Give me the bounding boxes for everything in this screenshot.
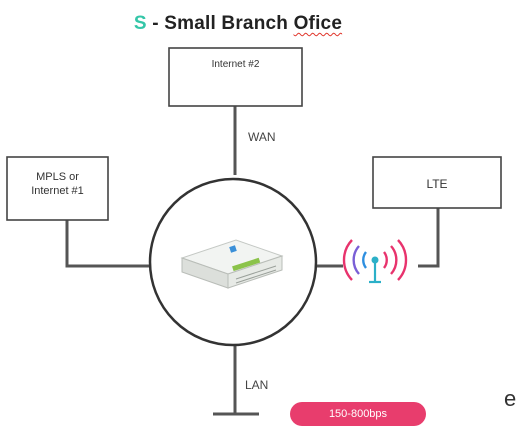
mpls-label: MPLS or Internet #1 [7,170,108,198]
title-letter: S [133,13,147,34]
lan-label: LAN [245,378,269,392]
box-internet2 [168,47,303,107]
title-misspelled-word: Ofice [293,13,343,34]
stray-text: e [504,386,516,411]
box-mpls [6,156,109,221]
mpls-label-line1: MPLS or [36,171,79,183]
line-mpls-to-hub [65,220,152,268]
title-text: - Small Branch [146,13,294,34]
router-device-icon [180,239,284,289]
mpls-label-line2: Internet #1 [31,185,84,197]
box-lte [372,156,502,209]
line-lte-to-hub [418,208,440,268]
internet2-label: Internet #2 [211,59,260,70]
lte-label: LTE [426,177,448,191]
wan-label: WAN [248,130,276,144]
diagram-title: S - Small Branch Ofice [0,13,476,35]
wireless-antenna-icon [342,239,408,284]
speed-badge: 150-800bps [290,402,426,426]
